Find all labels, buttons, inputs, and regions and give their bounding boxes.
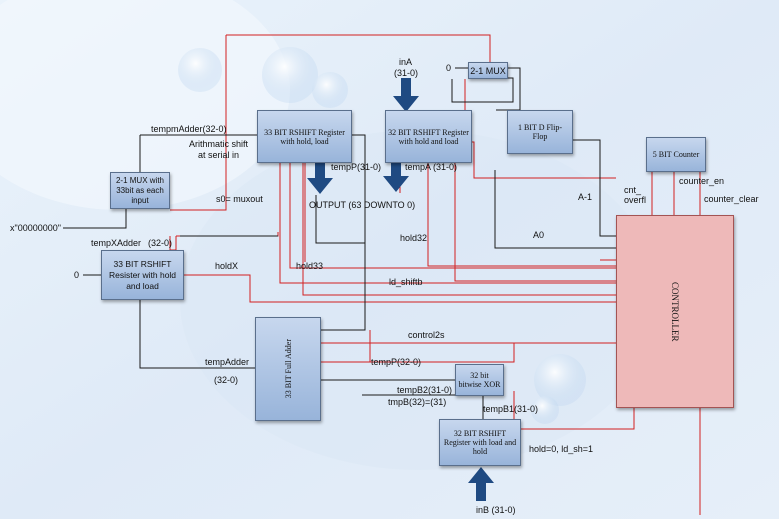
cnt-overfl-label-2: overfl xyxy=(624,195,647,205)
inB-label: inB (31-0) xyxy=(476,505,516,515)
dff-1bit-label: 1 BIT D Flip-Flop xyxy=(517,123,563,141)
serial-in-label: at serial in xyxy=(198,150,240,160)
output-label: OUTPUT (63 DOWNTO 0) xyxy=(309,200,416,210)
tempB2-label: tempB2(31-0) xyxy=(397,385,453,395)
tempA-label: tempA (31-0) xyxy=(405,162,458,172)
xor-32bit-label: 32 bit bitwise XOR xyxy=(458,371,501,389)
rshift33-register-top: 33 BIT RSHIFT Register with hold, load xyxy=(257,110,352,163)
hold32-label: hold32 xyxy=(400,233,428,243)
zero-x-input-label: 0 xyxy=(74,270,80,280)
a-minus-1-label: A-1 xyxy=(578,192,593,202)
rshift33-register-x-label: 33 BIT RSHIFT Resister with hold and loa… xyxy=(108,258,177,291)
inA-label: inA xyxy=(399,57,413,67)
inB-arrow xyxy=(468,467,494,501)
tempB1-label: tempB1(31-0) xyxy=(483,404,539,414)
holdX-label: holdX xyxy=(215,261,239,271)
mux-2to1-top: 2-1 MUX xyxy=(468,62,508,79)
tempP-adder-label: tempP(32-0) xyxy=(371,357,422,367)
tempA-arrow xyxy=(383,160,409,192)
tempXAdder-label: tempXAdder xyxy=(91,238,142,248)
counter-5bit-label: 5 BIT Counter xyxy=(652,150,700,159)
mux-zero-input-label: 0 xyxy=(446,63,452,73)
arith-shift-label: Arithmatic shift xyxy=(189,139,249,149)
hold33-label: hold33 xyxy=(296,261,324,271)
a0-label: A0 xyxy=(533,230,545,240)
mux-2to1-top-label: 2-1 MUX xyxy=(470,65,506,76)
tempXAdder-width-label: (32-0) xyxy=(148,238,173,248)
controller-label: CONTROLLER xyxy=(670,281,680,342)
full-adder-33bit-label: 33 BIT Full Adder xyxy=(283,339,293,399)
tempAdder-label: tempAdder xyxy=(205,357,250,367)
hold-ld-sh-label: hold=0, ld_sh=1 xyxy=(529,444,594,454)
x-zero-constant-label: x"00000000" xyxy=(10,223,61,233)
counter-clear-label: counter_clear xyxy=(704,194,759,204)
counter-en-label: counter_en xyxy=(679,176,725,186)
rshift33-register-x: 33 BIT RSHIFT Resister with hold and loa… xyxy=(101,250,184,300)
rshift32-register-a: 32 BIT RSHIFT Register with hold and loa… xyxy=(385,110,472,163)
mux-33bit-label: 2-1 MUX with 33bit as each input xyxy=(115,175,164,205)
dff-1bit: 1 BIT D Flip-Flop xyxy=(507,110,573,154)
full-adder-33bit: 33 BIT Full Adder xyxy=(255,317,321,421)
control2s-label: control2s xyxy=(408,330,445,340)
inA-width-label: (31-0) xyxy=(394,68,419,78)
tmpB-label: tmpB(32)=(31) xyxy=(388,397,447,407)
ld-shiftb-label: ld_shiftb xyxy=(389,277,423,287)
inA-arrow xyxy=(393,78,419,112)
tempAdder-width-label: (32-0) xyxy=(214,375,239,385)
mux-33bit: 2-1 MUX with 33bit as each input xyxy=(110,172,170,209)
rshift32-register-b: 32 BIT RSHIFT Register with load and hol… xyxy=(439,419,521,466)
rshift32-register-a-label: 32 BIT RSHIFT Register with hold and loa… xyxy=(388,127,469,146)
rshift33-register-top-label: 33 BIT RSHIFT Register with hold, load xyxy=(264,127,345,146)
tempP-arrow xyxy=(307,162,333,194)
controller: CONTROLLER xyxy=(616,215,734,408)
tempP-label: tempP(31-0) xyxy=(331,162,382,172)
s0-muxout-label: s0= muxout xyxy=(216,194,263,204)
cnt-overfl-label-1: cnt_ xyxy=(624,185,642,195)
tempmAdder-label: tempmAdder(32-0) xyxy=(151,124,227,134)
counter-5bit: 5 BIT Counter xyxy=(646,137,706,172)
xor-32bit: 32 bit bitwise XOR xyxy=(455,364,504,396)
rshift32-register-b-label: 32 BIT RSHIFT Register with load and hol… xyxy=(443,429,517,456)
